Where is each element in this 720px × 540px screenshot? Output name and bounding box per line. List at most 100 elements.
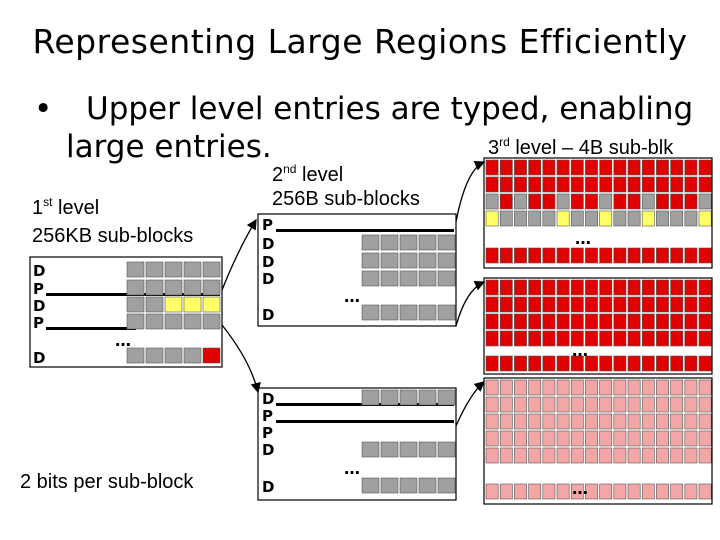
level3-cell	[627, 430, 641, 447]
level3-bottom-ellipsis: …	[572, 479, 588, 498]
level1-cell	[164, 296, 183, 313]
level3-cell	[670, 430, 684, 447]
level3-cell	[613, 379, 627, 396]
level2-top-cell	[437, 252, 456, 269]
level2-top-cell	[418, 270, 437, 287]
level3-cell	[656, 159, 669, 176]
level3-cell	[599, 313, 613, 330]
level3-cell	[698, 313, 712, 330]
level3-cell	[542, 330, 556, 347]
level3-cell	[570, 193, 584, 210]
level3-cell	[585, 210, 598, 227]
level3-cell	[641, 279, 655, 296]
level2-label-line1: 2nd level	[272, 162, 344, 186]
level3-cell	[656, 247, 669, 264]
level3-cell	[570, 210, 584, 227]
level3-cell	[670, 296, 684, 313]
level3-cell	[570, 176, 584, 193]
level1-entry-d: D	[33, 349, 45, 367]
level3-cell	[627, 330, 641, 347]
level3-cell	[641, 413, 655, 430]
level3-cell	[641, 176, 655, 193]
level1-entry-p: P	[33, 280, 44, 298]
level2-top-cell	[361, 270, 380, 287]
level1-cell	[183, 313, 202, 330]
level2-bottom-cell	[418, 477, 437, 494]
level2-top-entry-d: D	[262, 235, 274, 253]
level3-cell	[499, 279, 513, 296]
level3-cell	[599, 159, 613, 176]
level1-cell	[164, 279, 183, 296]
level3-cell	[585, 483, 598, 500]
level3-cell	[514, 313, 527, 330]
level3-cell	[641, 447, 655, 464]
level3-cell	[585, 176, 598, 193]
level3-cell	[670, 159, 684, 176]
level3-cell	[670, 355, 684, 372]
level3-cell	[698, 330, 712, 347]
level3-cell	[514, 330, 527, 347]
level3-cell	[641, 355, 655, 372]
level1-entry-d: D	[33, 297, 45, 315]
level2-bottom-row-bar	[276, 420, 454, 423]
bullet-line-1: Upper level entries are typed, enabling	[86, 91, 694, 127]
level3-cell	[613, 210, 627, 227]
level3-cell	[528, 447, 542, 464]
level3-cell	[627, 313, 641, 330]
level3-cell	[570, 483, 584, 500]
level3-cell	[556, 330, 570, 347]
level3-cell	[627, 355, 641, 372]
level2-bottom-cell	[437, 389, 456, 406]
level3-cell	[656, 447, 669, 464]
level3-cell	[684, 330, 698, 347]
level3-cell	[556, 355, 570, 372]
level2-bottom-cell	[399, 441, 418, 458]
level3-cell	[656, 355, 669, 372]
level3-cell	[528, 313, 542, 330]
level3-cell	[656, 193, 669, 210]
level3-cell	[485, 379, 499, 396]
level3-cell	[556, 483, 570, 500]
level3-cell	[528, 483, 542, 500]
level3-cell	[585, 430, 598, 447]
level1-cell	[126, 279, 145, 296]
level2-bottom-entry-d: D	[262, 478, 274, 496]
level3-cell	[627, 279, 641, 296]
level3-cell	[570, 396, 584, 413]
level3-cell	[627, 396, 641, 413]
level3-cell	[528, 279, 542, 296]
level3-cell	[528, 210, 542, 227]
level3-cell	[698, 279, 712, 296]
level3-cell	[684, 176, 698, 193]
level1-cell	[126, 296, 145, 313]
page-title: Representing Large Regions Efficiently	[32, 22, 688, 61]
level1-cell	[126, 313, 145, 330]
level3-cell	[627, 193, 641, 210]
level3-cell	[684, 279, 698, 296]
level2-bottom-cell	[418, 389, 437, 406]
level3-cell	[585, 193, 598, 210]
level2-bottom-cell	[361, 477, 380, 494]
level3-cell	[499, 247, 513, 264]
level2-bottom-cell	[361, 441, 380, 458]
level3-cell	[599, 210, 613, 227]
level3-cell	[613, 355, 627, 372]
level3-cell	[641, 296, 655, 313]
arrow-level2-top-to-level3-top	[455, 160, 486, 223]
level3-cell	[599, 193, 613, 210]
level2-top-cell	[399, 304, 418, 321]
level3-middle-ellipsis: …	[572, 341, 588, 360]
level3-cell	[585, 447, 598, 464]
level3-cell	[585, 296, 598, 313]
level3-cell	[670, 313, 684, 330]
level3-cell	[514, 159, 527, 176]
level3-cell	[485, 210, 499, 227]
level3-cell	[528, 296, 542, 313]
level3-cell	[570, 330, 584, 347]
level2-top-cell	[361, 234, 380, 251]
level3-cell	[670, 413, 684, 430]
level2-top-cell	[399, 252, 418, 269]
level3-cell	[613, 396, 627, 413]
level3-cell	[698, 193, 712, 210]
level1-cell	[145, 313, 164, 330]
